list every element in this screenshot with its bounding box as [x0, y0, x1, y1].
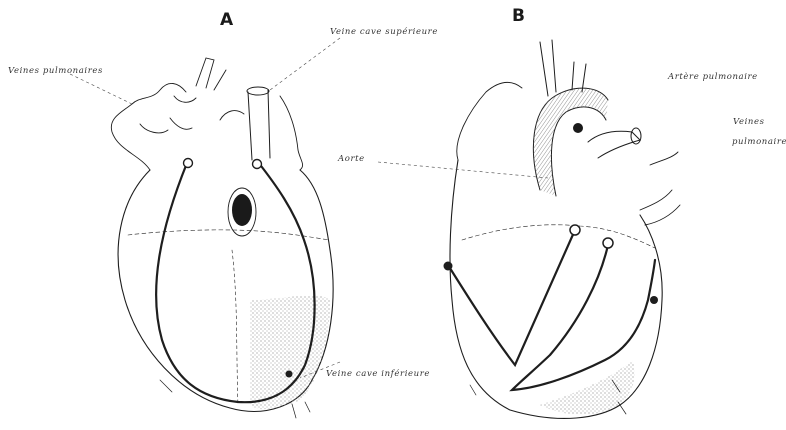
heart-a-marker-left	[184, 159, 193, 168]
heart-b-marker-center	[570, 225, 580, 235]
heart-b-pa-dot	[573, 123, 583, 133]
heart-b	[448, 40, 680, 418]
heart-b-atrium	[457, 82, 522, 160]
heart-a-svc-mouth	[247, 87, 269, 95]
heart-a	[111, 58, 333, 418]
heart-a-marker-bottom	[286, 371, 293, 378]
heart-a-marker-right	[253, 160, 262, 169]
heart-b-marker-right	[603, 238, 613, 248]
heart-b-marker-edge	[650, 296, 658, 304]
heart-b-aorta-hatch	[533, 88, 608, 196]
heart-b-sulcus	[462, 225, 655, 248]
heart-b-pulmonary-artery	[588, 131, 640, 158]
heart-a-groove	[232, 250, 238, 405]
heart-b-marker-left	[444, 262, 453, 271]
heart-b-branches	[540, 40, 586, 96]
heart-b-vein-stubs	[640, 152, 680, 225]
heart-a-ivc-opening	[232, 194, 252, 226]
heart-a-shading	[250, 296, 330, 410]
leader-veines-left	[70, 74, 132, 104]
heart-b-loop-outer	[448, 230, 575, 365]
heart-a-svc	[248, 90, 270, 160]
heart-a-atria	[111, 83, 302, 170]
leader-aorte	[378, 162, 548, 178]
leader-vcs	[270, 38, 340, 90]
